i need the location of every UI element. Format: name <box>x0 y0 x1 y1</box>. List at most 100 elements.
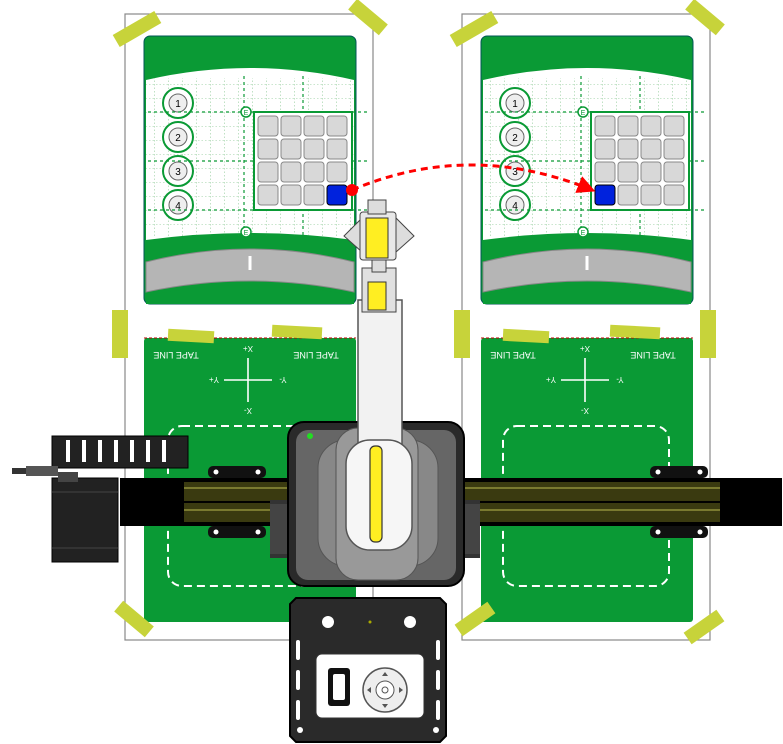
grid-cell <box>640 184 662 206</box>
grid-cell <box>663 184 685 206</box>
tape <box>502 328 550 344</box>
tape-line-label-left: TAPE LINE <box>490 350 535 360</box>
arc-bottom <box>483 285 691 304</box>
tape <box>167 328 215 344</box>
tape <box>112 10 162 48</box>
circle-label: 2 <box>175 133 181 144</box>
grid-cell <box>280 138 302 160</box>
grid-cell <box>303 115 325 137</box>
grid-cell <box>617 138 639 160</box>
grid-cell <box>326 161 348 183</box>
circle-label: 1 <box>512 99 518 110</box>
grid-cell <box>303 161 325 183</box>
axis-indicator <box>561 358 609 402</box>
rail-mount <box>650 466 708 478</box>
left-mat: 1 2 3 4 EE TAPE LINE TAPE LINE X+ X- Y+ … <box>112 0 388 641</box>
grid-cell <box>617 115 639 137</box>
grid-cell <box>280 161 302 183</box>
right-mat: 1 2 3 4 EE TAPE LINE TAPE LINE X+ X- Y+ … <box>449 0 725 645</box>
target-circle-3: 3 <box>162 155 194 187</box>
stepper-motor-icon <box>12 435 189 563</box>
circle-label: 3 <box>512 167 518 178</box>
axis-y-plus: Y+ <box>209 375 219 384</box>
arc-bottom <box>146 285 354 304</box>
grid-cell <box>326 138 348 160</box>
tape-line-label-left: TAPE LINE <box>153 350 198 360</box>
robot-arm <box>343 199 415 551</box>
target-circle-4: 4 <box>162 189 194 221</box>
axis-x-minus: X- <box>244 406 252 415</box>
transfer-arrow <box>351 163 596 193</box>
target-circle-4: 4 <box>499 189 531 221</box>
grid-cell <box>257 184 279 206</box>
arrow-origin-dot <box>346 184 358 196</box>
grid-marker <box>577 106 589 118</box>
grid-cell <box>303 138 325 160</box>
tape <box>449 10 499 48</box>
target-circle-2: 2 <box>499 121 531 153</box>
circle-label: 2 <box>512 133 518 144</box>
grid-cell-highlighted <box>326 184 348 206</box>
tape-line-label-right: TAPE LINE <box>293 350 338 360</box>
grid-cell <box>594 161 616 183</box>
grid-cell <box>280 115 302 137</box>
tape <box>700 310 716 358</box>
grid-cell <box>303 184 325 206</box>
grid-cell <box>326 115 348 137</box>
block-grid: EE <box>485 76 705 238</box>
grid-marker-label: E <box>581 230 586 237</box>
axis-y-minus: Y- <box>279 375 287 384</box>
rail-mount <box>208 526 266 538</box>
axis-y-plus: Y+ <box>546 375 556 384</box>
circle-label: 4 <box>175 201 181 212</box>
tape <box>609 324 661 340</box>
grid-cell <box>640 115 662 137</box>
tape-line-label-right: TAPE LINE <box>630 350 675 360</box>
tape <box>112 310 128 358</box>
rail-mount <box>208 466 266 478</box>
grid-marker-label: E <box>581 110 586 117</box>
grid-cell <box>257 115 279 137</box>
axis-indicator <box>224 358 272 402</box>
grid-marker-label: E <box>244 230 249 237</box>
axis-x-minus: X- <box>581 406 589 415</box>
block-grid: EE <box>148 76 368 238</box>
grid-cell <box>663 161 685 183</box>
tape <box>348 0 388 36</box>
target-circle-2: 2 <box>162 121 194 153</box>
grid-cell <box>280 184 302 206</box>
grid-cell <box>257 138 279 160</box>
tape <box>454 601 496 637</box>
tape <box>683 609 725 645</box>
rail-mount <box>650 526 708 538</box>
power-switch-icon <box>328 668 350 706</box>
circle-label: 4 <box>512 201 518 212</box>
grid-cell <box>640 161 662 183</box>
arc-gauge <box>145 248 355 293</box>
axis-y-minus: Y- <box>616 375 624 384</box>
control-base <box>289 597 447 743</box>
grid-cell <box>663 115 685 137</box>
grid-marker <box>577 226 589 238</box>
grid-cell <box>640 138 662 160</box>
target-circle-1: 1 <box>499 87 531 119</box>
circle-label: 3 <box>175 167 181 178</box>
grid-cell <box>594 115 616 137</box>
dpad-icon <box>362 667 408 713</box>
grid-cell <box>617 161 639 183</box>
target-circles: 1 2 3 4 <box>162 87 194 221</box>
axis-x-plus: X+ <box>580 344 590 353</box>
tape <box>685 0 725 36</box>
grid-cell <box>617 184 639 206</box>
arc-gauge <box>482 248 692 293</box>
tape <box>454 310 470 358</box>
axis-x-plus: X+ <box>243 344 253 353</box>
tape <box>271 324 323 340</box>
grid-cell-highlighted <box>594 184 616 206</box>
grid-marker-label: E <box>244 110 249 117</box>
tape <box>114 600 154 638</box>
target-circle-1: 1 <box>162 87 194 119</box>
grid-cell <box>257 161 279 183</box>
grid-marker <box>240 226 252 238</box>
